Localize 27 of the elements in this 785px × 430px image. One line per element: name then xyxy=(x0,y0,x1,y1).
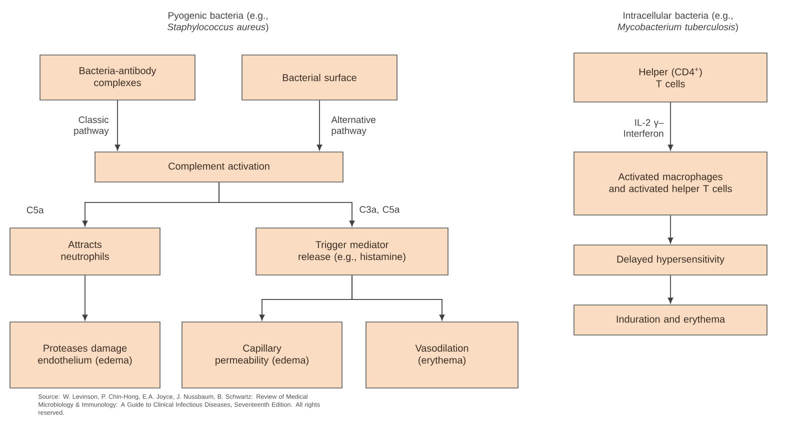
arrow xyxy=(668,102,674,150)
process-box: Bacteria-antibody complexes xyxy=(40,54,196,100)
arrow xyxy=(352,274,445,320)
edge-label: IL-2 γ–Interferon xyxy=(624,119,664,137)
arrow xyxy=(668,274,674,304)
process-box: Delayed hypersensitivity xyxy=(574,244,768,276)
process-box: Capillary permeability (edema) xyxy=(182,322,342,388)
arrow xyxy=(668,214,674,244)
process-box: Trigger mediator release (e.g., histamine) xyxy=(256,228,448,276)
edge-label: Classic pathway xyxy=(74,116,109,136)
process-box: Proteases damage endothelium (edema) xyxy=(10,322,160,388)
process-box: Vasodilation (erythema) xyxy=(366,322,518,388)
heading: Intracellular bacteria (e.g., Mycobacterium tuberculosis) xyxy=(618,12,738,32)
process-box: Activated macrophages and activated helper T cells xyxy=(574,152,768,216)
process-box: Complement activation xyxy=(94,152,344,182)
edge-label: C5a xyxy=(26,206,44,214)
arrow xyxy=(114,100,120,150)
arrow xyxy=(316,100,322,150)
edge-label: Alternative pathway xyxy=(331,116,376,136)
edge-label: C3a, C5a xyxy=(360,206,400,214)
arrow xyxy=(82,274,88,320)
arrow xyxy=(218,182,355,226)
process-box: Induration and erythema xyxy=(574,304,768,336)
process-box: Bacterial surface xyxy=(242,54,398,100)
heading: Pyogenic bacteria (e.g., Staphylococcus aureus) xyxy=(168,12,268,32)
process-box: Helper (CD4$^{+}$) T cells xyxy=(574,52,768,102)
process-box: Attracts neutrophils xyxy=(10,228,160,276)
